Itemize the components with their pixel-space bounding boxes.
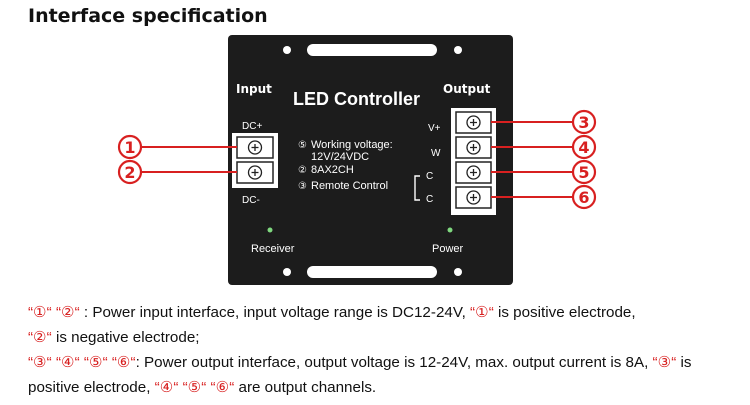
callout-3: 3 bbox=[571, 109, 597, 135]
positive-ref: “①“ bbox=[470, 304, 494, 321]
mount-slot-bottom bbox=[307, 266, 437, 278]
spec-icon-2: ② bbox=[298, 165, 307, 176]
term-w-label: W bbox=[431, 148, 441, 159]
svg-text:1: 1 bbox=[124, 138, 135, 157]
dc-plus-label: DC+ bbox=[242, 121, 262, 132]
callout-5: 5 bbox=[571, 159, 597, 185]
spec-remote: Remote Control bbox=[311, 180, 388, 192]
term-vplus-label: V+ bbox=[428, 123, 441, 134]
spec-icon-3: ③ bbox=[298, 181, 307, 192]
output-label: Output bbox=[443, 82, 491, 96]
mount-hole-bottom-right bbox=[454, 268, 462, 276]
callout-1: 1 bbox=[117, 134, 143, 160]
mount-hole-bottom-left bbox=[283, 268, 291, 276]
callout-2: 2 bbox=[117, 159, 143, 185]
term-c2-label: C bbox=[426, 194, 433, 205]
mount-hole-top-left bbox=[283, 46, 291, 54]
callout-6: 6 bbox=[571, 184, 597, 210]
svg-text:2: 2 bbox=[124, 163, 135, 182]
output-positive-ref: “③“ bbox=[652, 354, 677, 371]
mount-slot-top bbox=[307, 44, 437, 56]
term-c1-label: C bbox=[426, 171, 433, 182]
negative-ref: “②“ bbox=[28, 329, 52, 346]
input-refs: “①“ “②“ bbox=[28, 304, 80, 321]
svg-text:3: 3 bbox=[578, 113, 589, 132]
common-bracket bbox=[414, 175, 420, 201]
input-description: “①“ “②“ : Power input interface, input v… bbox=[28, 304, 636, 321]
power-led bbox=[447, 227, 453, 233]
controller-diagram: Input Output LED Controller DC+ DC- ⑤ Wo… bbox=[117, 35, 597, 285]
spec-voltage-value: 12V/24VDC bbox=[311, 151, 369, 163]
callout-4: 4 bbox=[571, 134, 597, 160]
dc-minus-label: DC- bbox=[242, 195, 260, 206]
spec-working-voltage: Working voltage: bbox=[311, 139, 393, 151]
channel-refs: “④“ “⑤“ “⑥“ bbox=[154, 379, 235, 396]
interface-description: “①“ “②“ : Power input interface, input v… bbox=[28, 300, 728, 400]
spec-icon-1: ⑤ bbox=[298, 140, 307, 151]
input-description-cont: “②“ is negative electrode; bbox=[28, 329, 200, 346]
receiver-label: Receiver bbox=[251, 243, 295, 255]
spec-current: 8AX2CH bbox=[311, 164, 354, 176]
power-label: Power bbox=[432, 243, 464, 255]
receiver-led bbox=[267, 227, 273, 233]
input-label: Input bbox=[236, 82, 272, 96]
device-body bbox=[228, 35, 513, 285]
mount-hole-top-right bbox=[454, 46, 462, 54]
device-title: LED Controller bbox=[293, 89, 420, 109]
output-description: “③“ “④“ “⑤“ “⑥“: Power output interface,… bbox=[28, 354, 692, 396]
svg-text:4: 4 bbox=[578, 138, 589, 157]
output-refs: “③“ “④“ “⑤“ “⑥“ bbox=[28, 354, 136, 371]
svg-text:6: 6 bbox=[578, 188, 589, 207]
page-heading: Interface specification bbox=[28, 5, 268, 27]
svg-text:5: 5 bbox=[578, 163, 589, 182]
